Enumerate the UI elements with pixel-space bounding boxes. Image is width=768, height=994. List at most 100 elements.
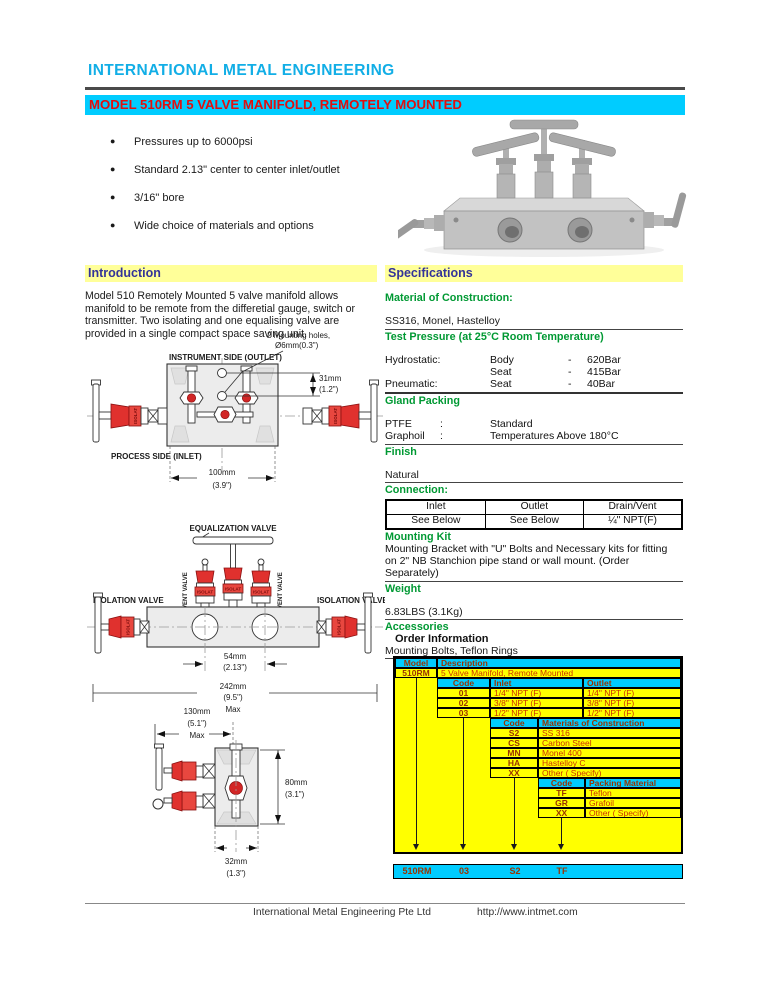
isolation-valve-label-right: ISOLATION VALVE [317, 596, 385, 605]
dim-54mm-in: (2.13") [223, 663, 247, 672]
order-description-header: Description [437, 658, 681, 668]
drain-vent-valve: ISOLAT [194, 558, 216, 608]
size-outlet: 1/4" NPT (F) [583, 688, 681, 698]
pressure-value: 620Bar [587, 353, 621, 366]
dim-242mm-max: Max [225, 705, 240, 714]
dim-31mm-in: (1.2") [319, 385, 339, 394]
packing-colon: : [440, 430, 443, 443]
left-column: Introduction Model 510 Remotely Mounted … [85, 265, 377, 340]
diagram-side-view: 130mm (5.1") Max [152, 707, 308, 878]
footer-url[interactable]: http://www.intmet.com [477, 907, 578, 918]
material-code: MN [490, 748, 538, 758]
model-title: MODEL 510RM 5 VALVE MANIFOLD, REMOTELY M… [89, 97, 462, 112]
order-arrow-material [509, 778, 519, 850]
valve-band-label: ISOLAT [333, 408, 338, 424]
finish-value: Natural [385, 469, 683, 484]
size-outlet-header: Outlet [583, 678, 681, 688]
pressure-value: 415Bar [587, 366, 621, 379]
diagram-top-view: ISOLAT ISOLAT 2 Mounting holes, Ø6mm(0.3… [87, 331, 383, 490]
pressure-table: Hydrostatic: Body - 620Bar Seat - 415Bar… [385, 354, 683, 394]
size-inlet: 1/2" NPT (F) [490, 708, 583, 718]
feature-item: ●3/16" bore [110, 192, 340, 204]
instrument-side-label: INSTRUMENT SIDE (OUTLET) [169, 353, 282, 362]
size-inlet-header: Inlet [490, 678, 583, 688]
gland-packing-heading: Gland Packing [385, 394, 460, 407]
gland-packing-table: PTFE : Standard Graphoil : Temperatures … [385, 418, 683, 445]
dim-130mm: 130mm [184, 707, 211, 716]
feature-item: ●Wide choice of materials and options [110, 220, 340, 232]
mounting-kit-text: Mounting Bracket with "U" Bolts and Nece… [385, 543, 683, 582]
material-value: SS316, Monel, Hastelloy [385, 315, 683, 330]
packing-name-header: Packing Material [585, 778, 681, 788]
bullet-icon: ● [110, 164, 116, 174]
introduction-text: Model 510 Remotely Mounted 5 valve manif… [85, 290, 356, 340]
packing-label: PTFE [385, 418, 412, 431]
size-inlet: 3/8" NPT (F) [490, 698, 583, 708]
company-title: INTERNATIONAL METAL ENGINEERING [88, 62, 395, 79]
size-code: 02 [437, 698, 490, 708]
accessories-heading: Accessories [385, 621, 449, 634]
footer-company: International Metal Engineering Pte Ltd [253, 907, 432, 918]
order-model-header: Model [395, 658, 437, 668]
pressure-part: Seat [490, 366, 512, 379]
dim-242mm: 242mm [220, 682, 247, 691]
dim-100mm-in: (3.9") [212, 481, 232, 490]
order-matrix-table: Model Description 510RM 5 Valve Manifold… [393, 656, 683, 854]
finish-heading: Finish [385, 445, 417, 458]
pressure-label: Pneumatic: [385, 378, 438, 391]
specifications-column: Specifications Material of Construction:… [385, 265, 683, 659]
size-outlet: 1/2" NPT (F) [583, 708, 681, 718]
material-code-header: Code [490, 718, 538, 728]
needle-valve [548, 132, 616, 199]
example-model: 510RM [402, 866, 432, 876]
example-material-code: S2 [509, 866, 521, 876]
size-inlet: 1/4" NPT (F) [490, 688, 583, 698]
pressure-part: Body [490, 353, 514, 366]
isolation-valve-right: ISOLAT [316, 592, 373, 654]
dim-130mm-max: Max [189, 731, 204, 740]
packing-row: Graphoil : Temperatures Above 180°C [385, 430, 683, 442]
needle-valve [472, 132, 540, 199]
dim-130mm-in: (5.1") [187, 719, 207, 728]
pressure-row: Seat - 415Bar [385, 366, 683, 378]
material-code: XX [490, 768, 538, 778]
dim-31mm: 31mm [319, 374, 342, 383]
isolation-valve-left: ISOLAT [93, 592, 150, 654]
bullet-icon: ● [110, 220, 116, 230]
packing-code-header: Code [538, 778, 585, 788]
pressure-label: Hydrostatic: [385, 353, 441, 366]
dim-54mm: 54mm [224, 652, 247, 661]
order-description-value: 5 Valve Manifold, Remote Mounted [437, 668, 681, 678]
packing-label: Graphoil [385, 430, 425, 443]
material-code: HA [490, 758, 538, 768]
pressure-dash: - [568, 353, 572, 366]
mounting-holes-size: Ø6mm(0.3") [275, 341, 319, 350]
packing-code: TF [538, 788, 585, 798]
feature-text: Standard 2.13" center to center inlet/ou… [134, 164, 340, 176]
bullet-icon: ● [110, 192, 116, 202]
side-valve-lower [152, 790, 216, 812]
order-arrow-size [458, 718, 468, 850]
needle-valve [509, 119, 579, 199]
side-valve-left [398, 215, 444, 240]
material-name: SS 316 [538, 728, 681, 738]
packing-row: PTFE : Standard [385, 418, 683, 430]
mounting-kit-line: Mounting Bracket with "U" Bolts and Nece… [385, 542, 668, 555]
packing-colon: : [440, 418, 443, 431]
connection-header: Outlet [484, 499, 584, 515]
side-valve-upper [154, 743, 216, 791]
drain-vent-label-left: DRAIN / VENT VALVE [183, 572, 189, 633]
size-code-header: Code [437, 678, 490, 688]
test-pressure-heading: Test Pressure (at 25°C Room Temperature) [385, 330, 604, 343]
dim-32mm: 32mm [225, 857, 248, 866]
packing-code: XX [538, 808, 585, 818]
product-photo [398, 119, 687, 257]
drain-vent-label-right: DRAIN / VENT VALVE [278, 572, 284, 633]
packing-name: Grafoil [585, 798, 681, 808]
pressure-part: Seat [490, 378, 512, 391]
bullet-icon: ● [110, 136, 116, 146]
weight-heading: Weight [385, 582, 421, 595]
pressure-dash: - [568, 378, 572, 391]
order-information-heading: Order Information [395, 633, 489, 645]
order-model-value: 510RM [395, 668, 437, 678]
